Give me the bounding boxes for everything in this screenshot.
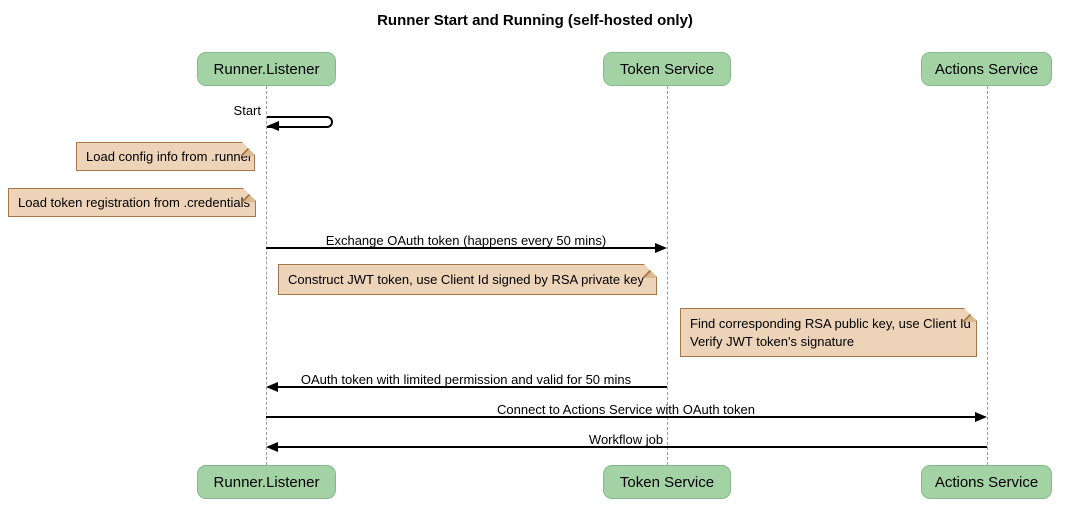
message-label-exchange-oauth: Exchange OAuth token (happens every 50 m… bbox=[325, 233, 607, 248]
lifeline-actions-service bbox=[987, 86, 988, 465]
message-line bbox=[278, 386, 667, 388]
participant-label: Runner.Listener bbox=[213, 473, 320, 491]
participant-runner-listener-top: Runner.Listener bbox=[197, 52, 336, 86]
arrowhead-right-icon bbox=[655, 243, 667, 253]
diagram-title: Runner Start and Running (self-hosted on… bbox=[377, 12, 693, 29]
participant-actions-service-bottom: Actions Service bbox=[921, 465, 1052, 499]
note-text-line1: Find corresponding RSA public key, use C… bbox=[690, 315, 971, 331]
note-text-line2: Verify JWT token's signature bbox=[690, 333, 855, 349]
message-line bbox=[266, 416, 975, 418]
message-label-connect-actions: Connect to Actions Service with OAuth to… bbox=[497, 402, 755, 417]
message-label-start: Start bbox=[233, 103, 261, 118]
arrowhead-left-icon bbox=[266, 382, 278, 392]
note-load-token-registration: Load token registration from .credential… bbox=[8, 188, 256, 217]
arrowhead-left-icon bbox=[267, 121, 279, 131]
note-fold bbox=[241, 143, 254, 156]
note-construct-jwt: Construct JWT token, use Client Id signe… bbox=[278, 264, 657, 295]
participant-actions-service-top: Actions Service bbox=[921, 52, 1052, 86]
note-text: Load config info from .runner bbox=[86, 148, 253, 164]
lifeline-token-service bbox=[667, 86, 668, 465]
note-text: Construct JWT token, use Client Id signe… bbox=[288, 271, 644, 287]
lifeline-runner-listener bbox=[266, 86, 267, 465]
participant-label: Token Service bbox=[619, 60, 715, 78]
note-fold bbox=[242, 189, 255, 202]
self-message-loop bbox=[267, 116, 333, 128]
participant-label: Actions Service bbox=[934, 60, 1039, 78]
arrowhead-right-icon bbox=[975, 412, 987, 422]
participant-token-service-bottom: Token Service bbox=[603, 465, 731, 499]
message-label-workflow-job: Workflow job bbox=[588, 432, 664, 447]
message-line bbox=[266, 247, 656, 249]
note-verify-jwt: Find corresponding RSA public key, use C… bbox=[680, 308, 977, 357]
note-fold bbox=[643, 265, 656, 278]
participant-label: Actions Service bbox=[934, 473, 1039, 491]
participant-token-service-top: Token Service bbox=[603, 52, 731, 86]
participant-runner-listener-bottom: Runner.Listener bbox=[197, 465, 336, 499]
participant-label: Token Service bbox=[619, 473, 715, 491]
message-line bbox=[278, 446, 987, 448]
arrowhead-left-icon bbox=[266, 442, 278, 452]
note-load-config: Load config info from .runner bbox=[76, 142, 255, 171]
note-fold bbox=[963, 309, 976, 322]
message-label-oauth-token-back: OAuth token with limited permission and … bbox=[300, 372, 632, 387]
participant-label: Runner.Listener bbox=[213, 60, 320, 78]
note-text: Load token registration from .credential… bbox=[18, 194, 250, 210]
